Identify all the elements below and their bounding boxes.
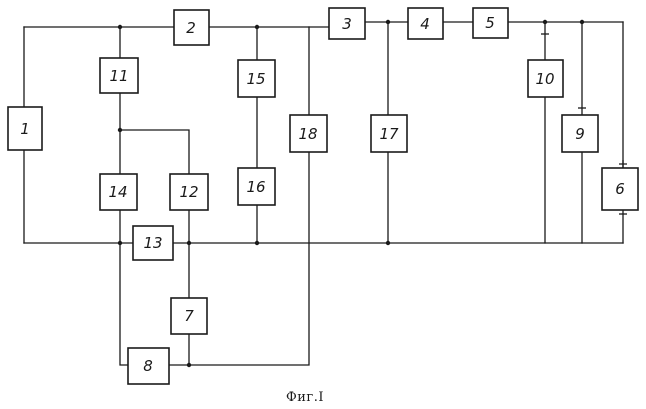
block-label: 14 [108, 183, 127, 201]
wire-split-to-12 [120, 130, 189, 174]
junction-dot [255, 25, 259, 29]
junction-dot [386, 20, 390, 24]
block-7: 7 [171, 298, 207, 334]
block-label: 2 [186, 19, 196, 37]
block-label: 4 [420, 15, 430, 33]
block-4: 4 [408, 8, 443, 39]
block-label: 6 [615, 180, 625, 198]
block-label: 3 [342, 15, 352, 33]
junction-dot [118, 241, 122, 245]
junction-dot [386, 241, 390, 245]
block-8: 8 [128, 348, 169, 384]
wire-7-to-8 [169, 334, 189, 365]
block-label: 16 [246, 178, 265, 196]
block-label: 8 [143, 357, 153, 375]
block-label: 12 [179, 183, 198, 201]
block-5: 5 [473, 8, 508, 38]
block-3: 3 [329, 8, 365, 39]
junction-dot [118, 128, 122, 132]
block-label: 7 [184, 307, 194, 325]
block-18: 18 [290, 115, 327, 152]
block-9: 9 [562, 115, 598, 152]
block-label: 10 [535, 70, 554, 88]
block-16: 16 [238, 168, 275, 205]
wire-14-down-to-8 [120, 210, 128, 365]
block-label: 5 [485, 14, 495, 32]
block-13: 13 [133, 226, 173, 260]
junction-dot [543, 20, 547, 24]
block-14: 14 [100, 174, 137, 210]
junction-dot [118, 25, 122, 29]
block-label: 1 [20, 120, 30, 138]
block-label: 17 [379, 125, 399, 143]
junction-dot [255, 241, 259, 245]
block-12: 12 [170, 174, 208, 210]
block-label: 18 [298, 125, 317, 143]
block-label: 15 [246, 70, 265, 88]
block-6: 6 [602, 168, 638, 210]
terminal-mark [619, 160, 627, 168]
block-1: 1 [8, 107, 42, 150]
block-label: 11 [109, 67, 128, 85]
junction-dot [580, 20, 584, 24]
block-17: 17 [371, 115, 407, 152]
junction-dot [187, 363, 191, 367]
junction-dot [187, 241, 191, 245]
block-11: 11 [100, 58, 138, 93]
block-2: 2 [174, 10, 209, 45]
block-label: 13 [143, 234, 162, 252]
block-label: 9 [575, 125, 585, 143]
block-10: 10 [528, 60, 563, 97]
block-15: 15 [238, 60, 275, 97]
figure-caption: Фиг.I [286, 390, 324, 405]
